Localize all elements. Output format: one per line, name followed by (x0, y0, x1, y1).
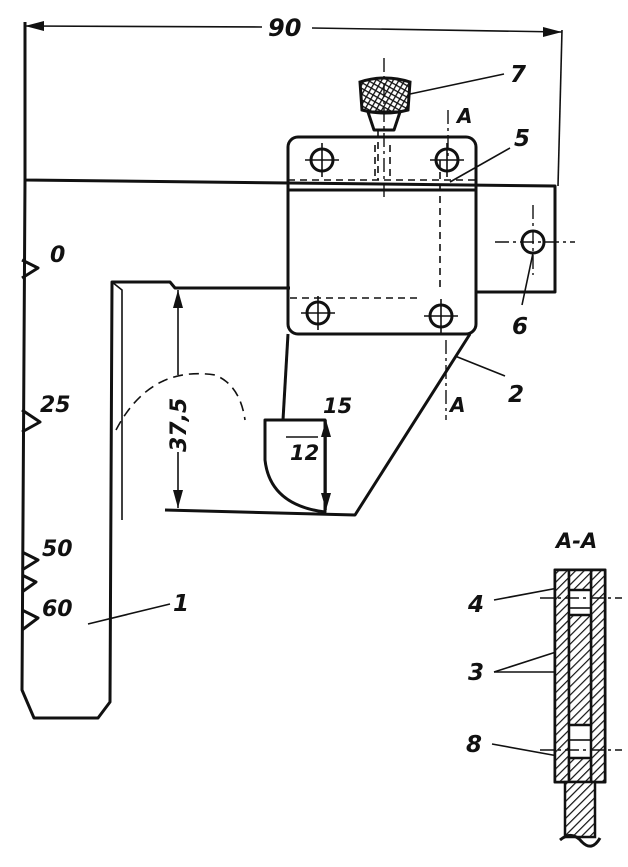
dimension-15-label: 15 (323, 394, 352, 418)
callout-8: 8 (466, 732, 482, 758)
scale-mark-50: 50 (42, 537, 73, 562)
callout-2: 2 (508, 382, 524, 408)
screw-bottom-left (301, 296, 335, 330)
callout-6: 6 (512, 314, 528, 340)
callout-7: 7 (510, 62, 526, 88)
screw-top-right (430, 143, 464, 177)
dimension-12-label: 12 (290, 441, 319, 465)
dimension-15-12: 15 12 (286, 394, 352, 510)
caliper-body (20, 22, 557, 720)
scale-mark-25: 25 (40, 393, 71, 418)
section-cut-marks: A A (445, 104, 472, 420)
slider-block (164, 135, 575, 517)
clamp-screw (358, 58, 412, 200)
guide-hole (495, 205, 575, 275)
section-title: А-А (554, 529, 597, 553)
scale-marks: 0 25 50 60 (40, 243, 73, 622)
section-mark-top: A (455, 104, 472, 128)
scale-mark-60: 60 (42, 597, 73, 622)
scale-mark-0: 0 (50, 243, 65, 268)
screw-bottom-right (424, 299, 458, 333)
callouts: 7 5 6 2 1 4 3 8 (87, 62, 570, 758)
dimension-90-label: 90 (268, 14, 301, 42)
section-mark-bottom: A (448, 393, 465, 417)
dimension-37-5-label: 37,5 (167, 398, 192, 452)
callout-4: 4 (467, 592, 484, 618)
callout-3: 3 (468, 660, 484, 686)
section-view-a-a: А-А (540, 529, 622, 848)
screw-top-left (305, 143, 339, 177)
dimension-90: 90 (24, 14, 563, 187)
callout-1: 1 (173, 591, 189, 617)
dimension-37-5: 37,5 (115, 290, 246, 508)
callout-5: 5 (514, 126, 530, 152)
